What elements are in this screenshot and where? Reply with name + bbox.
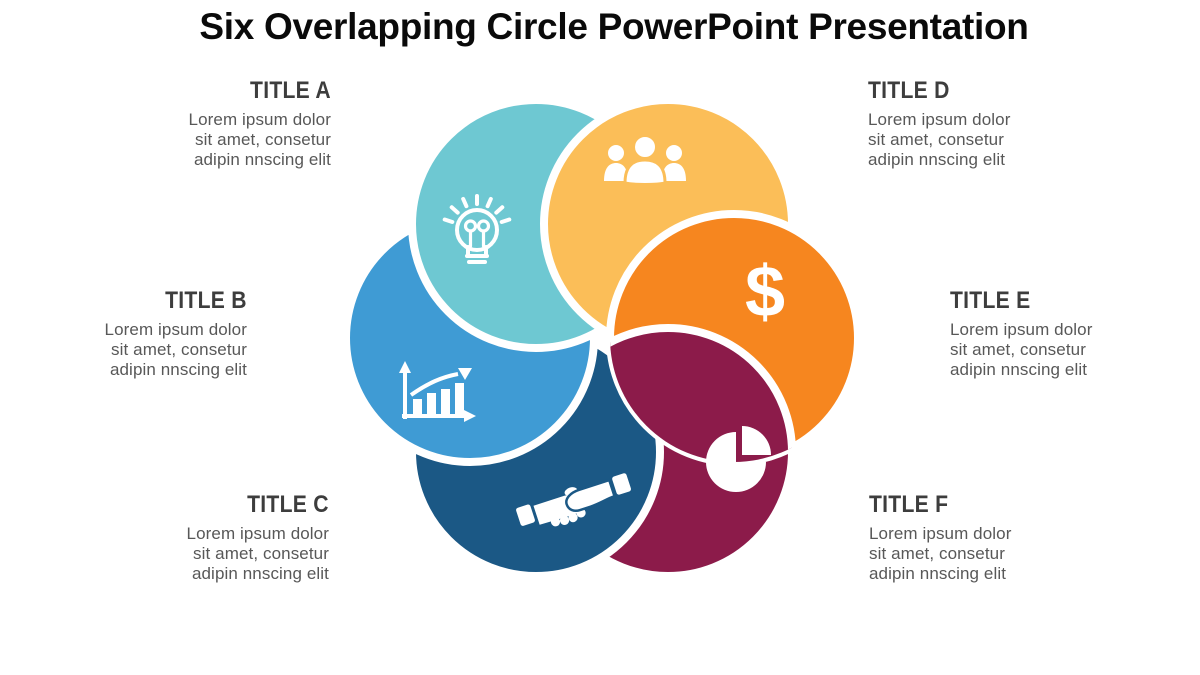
block-e-line1: Lorem ipsum dolor [950, 320, 1093, 339]
block-c-line3: adipin nnscing elit [191, 564, 329, 583]
block-d-line3: adipin nnscing elit [868, 150, 1006, 169]
block-b-line3: adipin nnscing elit [109, 360, 247, 379]
block-a-line2: sit amet, consetur [195, 130, 331, 149]
block-a-title: TITLE A [250, 77, 331, 104]
block-d-line2: sit amet, consetur [868, 130, 1004, 149]
text-block-d: TITLE D Lorem ipsum dolor sit amet, cons… [868, 78, 1058, 170]
block-b-title: TITLE B [165, 287, 247, 314]
block-b-line2: sit amet, consetur [111, 340, 247, 359]
text-block-c: TITLE C Lorem ipsum dolor sit amet, cons… [139, 492, 329, 584]
slide-title: Six Overlapping Circle PowerPoint Presen… [199, 6, 1029, 47]
text-block-b: TITLE B Lorem ipsum dolor sit amet, cons… [57, 288, 247, 380]
text-block-e: TITLE E Lorem ipsum dolor sit amet, cons… [950, 288, 1140, 380]
block-d-title: TITLE D [868, 77, 950, 104]
block-d-line1: Lorem ipsum dolor [868, 110, 1011, 129]
block-e-title: TITLE E [950, 287, 1031, 314]
block-a-line1: Lorem ipsum dolor [188, 110, 331, 129]
handshake-icon [516, 473, 631, 527]
block-c-title: TITLE C [247, 491, 329, 518]
block-f-line1: Lorem ipsum dolor [869, 524, 1012, 543]
dollar-icon: $ [745, 252, 785, 332]
text-block-f: TITLE F Lorem ipsum dolor sit amet, cons… [869, 492, 1059, 584]
block-e-line2: sit amet, consetur [950, 340, 1086, 359]
block-f-line3: adipin nnscing elit [869, 564, 1007, 583]
people-icon [604, 134, 686, 186]
bar-chart-icon [399, 361, 476, 422]
block-a-line3: adipin nnscing elit [193, 150, 331, 169]
block-e-line3: adipin nnscing elit [950, 360, 1088, 379]
pie-chart-icon [706, 426, 771, 492]
text-block-a: TITLE A Lorem ipsum dolor sit amet, cons… [141, 78, 331, 170]
block-c-line2: sit amet, consetur [193, 544, 329, 563]
block-b-line1: Lorem ipsum dolor [104, 320, 247, 339]
block-f-line2: sit amet, consetur [869, 544, 1005, 563]
block-f-title: TITLE F [869, 491, 949, 518]
block-c-line1: Lorem ipsum dolor [186, 524, 329, 543]
lightbulb-icon [442, 194, 512, 264]
